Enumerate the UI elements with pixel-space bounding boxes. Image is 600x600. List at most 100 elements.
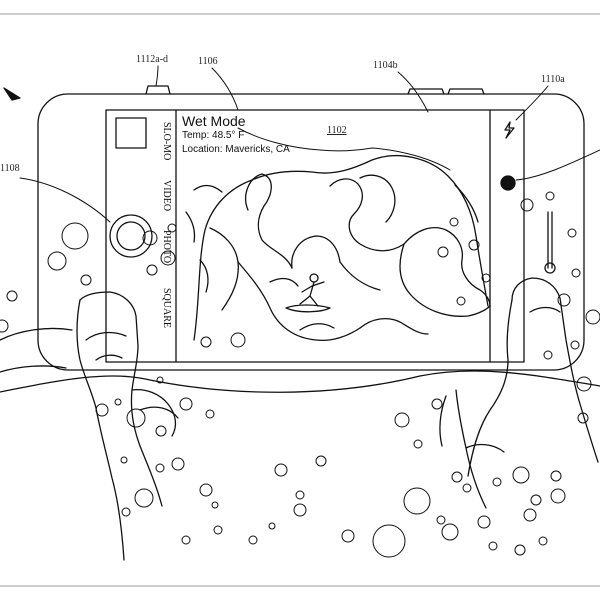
ref-flash: 1110a xyxy=(541,74,565,85)
bubble xyxy=(403,487,431,515)
right-hand xyxy=(439,277,599,509)
bubble xyxy=(179,397,193,411)
bubble xyxy=(155,425,167,437)
bubble xyxy=(6,290,18,302)
bubble xyxy=(211,501,219,509)
leader-1112 xyxy=(155,65,159,87)
bubble xyxy=(543,350,553,360)
leader-1102 xyxy=(237,127,451,171)
bubble xyxy=(550,488,566,504)
bubble xyxy=(577,412,589,424)
mode-square[interactable]: SQUARE xyxy=(161,288,172,329)
bubble xyxy=(199,483,213,497)
temperature-readout: Temp: 48.5° F xyxy=(182,130,245,141)
bubble xyxy=(274,463,288,477)
wave-illustration xyxy=(185,154,491,342)
bubble xyxy=(341,529,355,543)
bubble xyxy=(295,490,305,500)
bubble xyxy=(248,535,258,545)
ref-image: 1102 xyxy=(327,125,347,136)
bubble xyxy=(142,230,158,246)
bubble xyxy=(160,250,176,266)
bubble xyxy=(80,274,92,286)
top-button-mid xyxy=(407,88,445,95)
bubble xyxy=(437,246,449,258)
leader-1106 xyxy=(211,67,239,111)
bubble xyxy=(126,408,146,428)
bubble xyxy=(114,398,122,406)
surfer-illustration xyxy=(269,273,331,313)
bubble xyxy=(530,494,542,506)
bubble xyxy=(293,503,307,517)
bubble xyxy=(436,515,446,525)
bubble xyxy=(95,403,109,417)
bubble xyxy=(167,223,177,233)
bubble xyxy=(567,228,577,238)
mode-title: Wet Mode xyxy=(182,113,246,129)
bubble xyxy=(488,541,498,551)
phone-screen xyxy=(105,109,525,363)
bubble xyxy=(146,264,158,276)
bubble xyxy=(557,293,571,307)
shutter-inner-ring xyxy=(116,221,146,251)
bubble xyxy=(61,222,89,250)
bubble xyxy=(585,309,600,325)
bubble xyxy=(514,544,526,556)
bubble xyxy=(520,198,534,212)
bubble xyxy=(120,456,128,464)
bubble xyxy=(200,336,212,348)
bubble xyxy=(550,470,562,482)
bubble xyxy=(181,535,191,545)
bubble xyxy=(576,376,592,392)
mode-slo-mo[interactable]: SLO-MO xyxy=(161,122,172,161)
bubble xyxy=(372,524,406,558)
bubble xyxy=(492,477,502,487)
bubble xyxy=(213,525,223,535)
bubble xyxy=(121,507,131,517)
ref-title: 1106 xyxy=(198,56,218,67)
zoom-slider-knob[interactable] xyxy=(544,262,556,274)
ref-shutter: 1108 xyxy=(0,163,20,174)
bubble xyxy=(171,457,185,471)
bubble xyxy=(156,376,164,384)
bubble xyxy=(523,508,537,522)
record-dot[interactable] xyxy=(500,175,516,191)
leader-record-dot xyxy=(515,149,600,181)
top-button-left xyxy=(145,85,171,95)
mode-video[interactable]: VIDEO xyxy=(161,180,172,212)
bubble xyxy=(451,471,463,483)
left-hand xyxy=(0,291,179,561)
bubble xyxy=(570,340,580,350)
leader-1110a xyxy=(515,85,549,121)
bubble xyxy=(441,523,459,541)
ref-housing: 1104b xyxy=(373,60,398,71)
shutter-outer-ring[interactable] xyxy=(109,214,153,258)
bubble xyxy=(481,273,491,283)
water-surface-line xyxy=(0,370,600,393)
bubble xyxy=(394,412,410,428)
bubble xyxy=(468,239,480,251)
location-readout: Location: Mavericks, CA xyxy=(182,144,290,155)
ref-buttons: 1112a-d xyxy=(136,54,169,65)
bubble xyxy=(538,536,548,546)
bubble xyxy=(268,522,276,530)
water-bubbles xyxy=(0,191,600,558)
bubble xyxy=(571,268,581,278)
bubble xyxy=(134,488,154,508)
arrow-marker-icon xyxy=(3,87,21,101)
bubble xyxy=(456,296,466,306)
thumbnail-square[interactable] xyxy=(115,117,147,149)
bubble xyxy=(413,439,423,449)
bubble xyxy=(477,515,491,529)
flash-icon[interactable] xyxy=(504,121,515,139)
bubble xyxy=(315,455,327,467)
bubble xyxy=(47,251,67,271)
bubble xyxy=(205,409,215,419)
bubble xyxy=(545,191,555,201)
bubble xyxy=(0,319,9,333)
bubble xyxy=(449,217,459,227)
bubble xyxy=(512,466,530,484)
mode-photo[interactable]: PHOTO xyxy=(161,230,172,264)
bubble xyxy=(230,332,246,348)
